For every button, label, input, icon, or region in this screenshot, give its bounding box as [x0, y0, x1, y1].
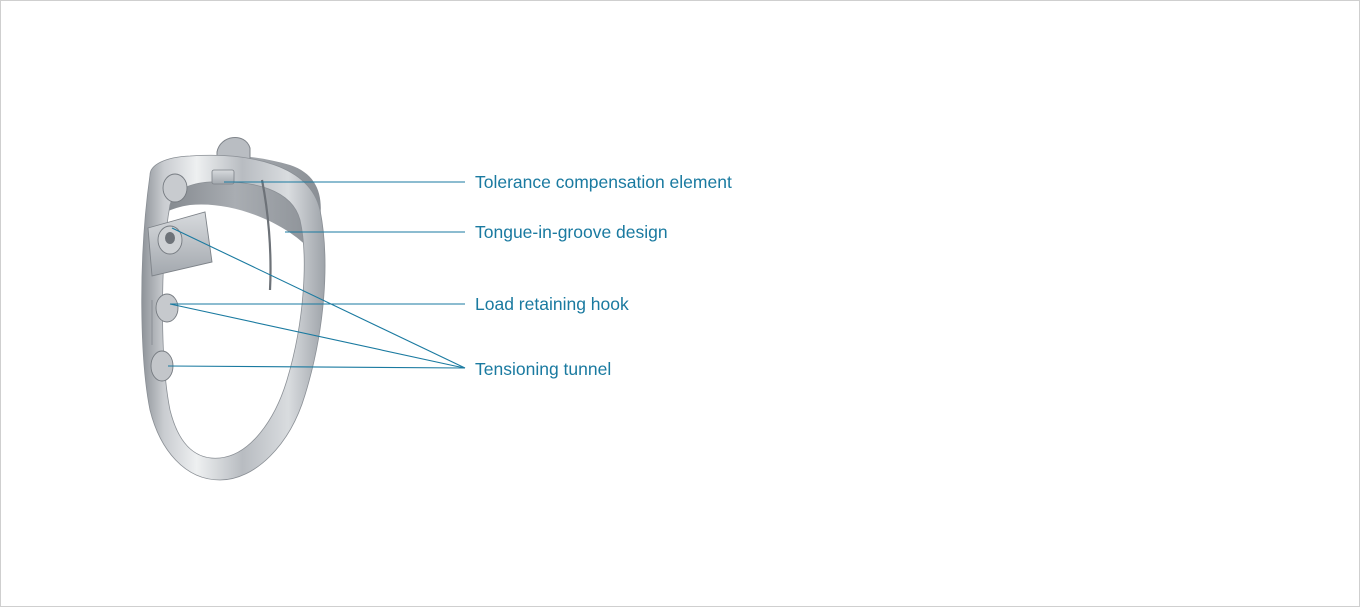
tunnel-bump-upper [162, 173, 188, 203]
leader-lines [167, 181, 466, 369]
callout-labels: Tolerance compensation element Tongue-in… [475, 172, 732, 379]
callout-load-retaining-hook: Load retaining hook [475, 294, 629, 314]
leader-tunnel-from-hook [169, 303, 466, 369]
callout-tongue-in-groove: Tongue-in-groove design [475, 222, 668, 242]
tunnel-hole [165, 232, 175, 244]
callout-tolerance: Tolerance compensation element [475, 172, 732, 192]
load-hook-bump [155, 293, 179, 323]
tolerance-plate [211, 169, 235, 185]
groove-slot [260, 179, 272, 291]
hose-clamp-illustration [141, 137, 326, 481]
leader-tunnel-from-lower [167, 365, 466, 369]
leader-tunnel-from-upper [171, 227, 466, 369]
callout-tensioning-tunnel: Tensioning tunnel [475, 359, 611, 379]
